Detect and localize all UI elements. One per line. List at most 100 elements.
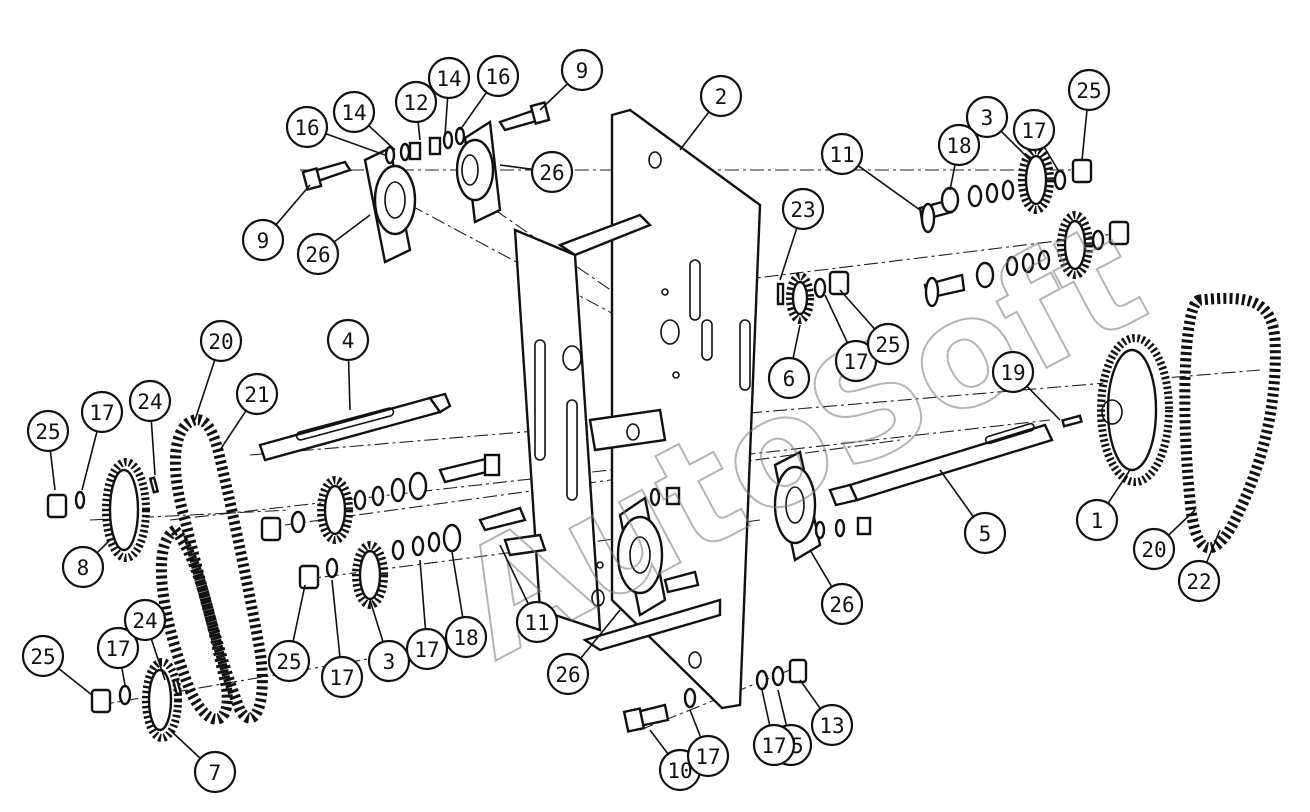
part-balloon: 12 [394,80,438,124]
part-balloon: 9 [241,218,285,262]
leader-line [649,729,669,755]
leader-line [499,544,530,605]
leader-line [81,431,98,491]
balloon-circle [241,218,285,262]
part-balloon: 16 [285,105,329,149]
keys [148,414,1083,696]
leader-line [689,709,702,738]
leader-line [1107,469,1131,504]
leader-line [939,469,975,518]
balloon-label: 5 [979,522,992,546]
shaft-4 [258,392,452,462]
leader-line [839,289,876,330]
balloon-label: 25 [35,420,60,444]
balloon-circle [820,132,864,176]
leader-line [451,551,464,618]
part-balloon: 18 [937,123,981,167]
washers-and-nuts [46,126,1130,714]
balloon-circle [1012,108,1056,152]
leader-line [49,450,56,491]
balloon-label: 26 [829,593,854,617]
part-balloon: 17 [686,734,730,778]
leader-line [949,164,956,191]
balloon-circle [61,545,105,589]
balloon-label: 17 [695,745,720,769]
balloon-circle [320,655,364,699]
leader-line [369,599,384,643]
part-balloon: 17 [834,339,878,383]
balloon-circle [546,652,590,696]
balloon-label: 26 [555,663,580,687]
balloon-circle [96,626,140,670]
part-balloon: 14 [427,56,471,100]
part-balloon: 26 [546,652,590,696]
part-balloon: 18 [444,615,488,659]
part-balloon: 25 [1067,68,1111,112]
part-balloon: 25 [21,634,65,678]
part-balloon: 17 [80,390,124,434]
leader-line [292,584,306,642]
part-balloon: 21 [235,372,279,416]
part-balloon: 20 [1132,527,1176,571]
bearing-flange-top-right [455,119,502,224]
balloon-circle [515,600,559,644]
leader-line [1026,385,1061,421]
balloon-circle [21,634,65,678]
drive-chains [155,292,1281,725]
sprockets [102,146,1173,742]
part-balloon: 26 [820,582,864,626]
balloon-label: 17 [843,350,868,374]
balloon-label: 17 [329,666,354,690]
balloon-label: 21 [244,383,269,407]
part-balloon: 23 [781,187,825,231]
balloon-label: 25 [1076,79,1101,103]
part-balloon: 13 [810,703,854,747]
leader-line [169,729,201,759]
leader-line [799,679,822,710]
balloon-circle [332,90,376,134]
balloon-circle [820,582,864,626]
balloon-circle [80,390,124,434]
balloon-circle [781,187,825,231]
balloon-label: 23 [790,198,815,222]
balloon-label: 25 [875,333,900,357]
leader-line [120,667,126,686]
balloon-label: 3 [383,650,396,674]
leader-line [824,294,849,344]
balloon-circle [866,322,910,366]
balloon-circle [296,232,340,276]
balloon-circle [427,56,471,100]
bearing-flange-lower-right [773,450,822,562]
leader-line [150,420,156,476]
balloon-circle [963,511,1007,555]
balloon-label: 13 [819,714,844,738]
leader-line [579,609,621,659]
balloon-label: 17 [1021,119,1046,143]
balloon-circle [1177,559,1221,603]
balloon-label: 18 [946,134,971,158]
bearing-flange-lower-center [616,495,667,617]
balloon-label: 19 [1000,361,1025,385]
part-balloon: 24 [123,598,167,642]
balloon-label: 17 [89,401,114,425]
balloon-circle [476,54,520,98]
balloon-circle [444,615,488,659]
leader-line [792,324,801,359]
balloon-label: 6 [783,367,796,391]
balloon-label: 26 [539,161,564,185]
balloon-circle [267,639,311,683]
leader-line [368,125,396,151]
part-balloon: 26 [530,150,574,194]
part-balloon: 22 [1177,559,1221,603]
leader-line [857,165,921,211]
balloon-circle [810,703,854,747]
balloon-circle [128,379,172,423]
leader-line [761,689,771,726]
part-balloon: 3 [965,95,1009,139]
leader-line [347,359,351,411]
part-balloons: 1233456789910111112131414151616171717171… [21,48,1221,794]
part-balloon: 17 [1012,108,1056,152]
part-balloon: 17 [752,723,796,767]
leader-line [679,111,710,151]
balloon-label: 8 [77,556,90,580]
